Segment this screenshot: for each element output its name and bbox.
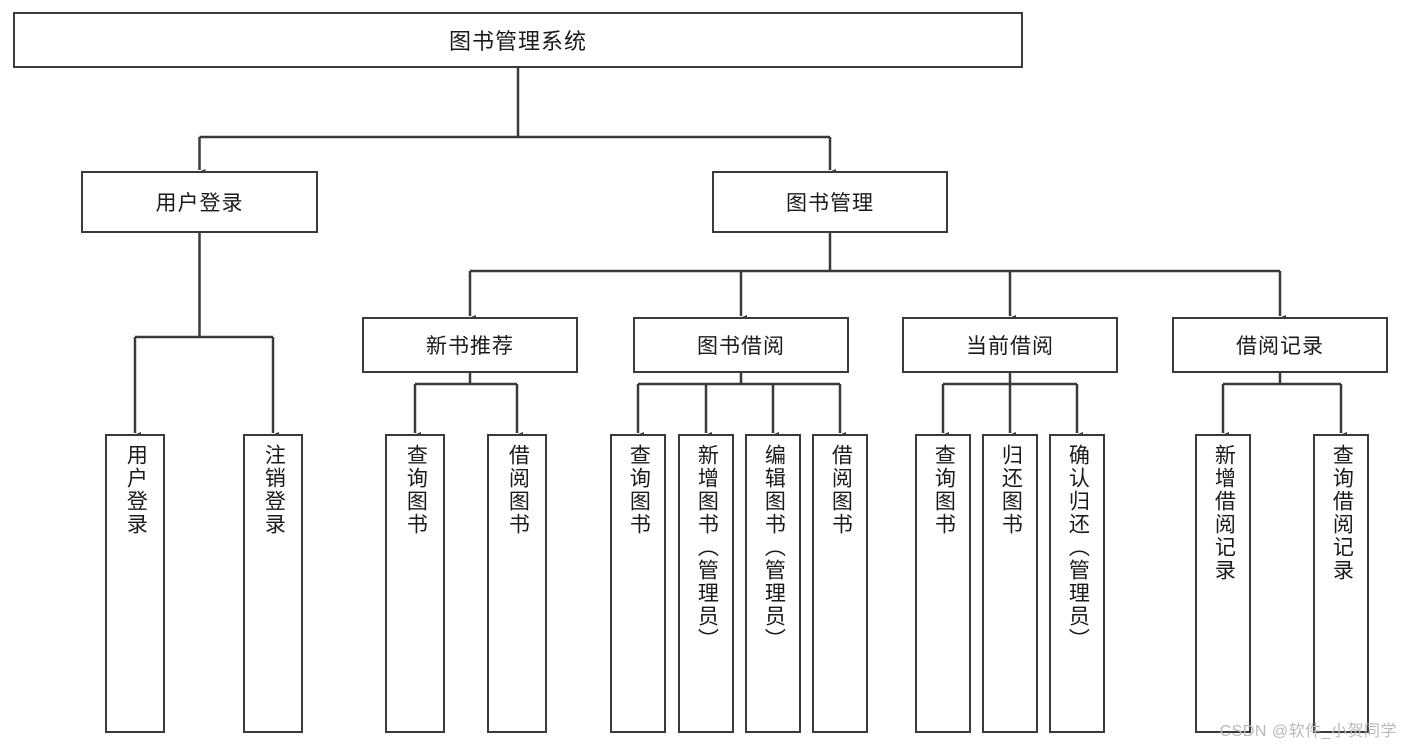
node-borrow-record-label: 借阅记录: [1236, 335, 1324, 358]
node-leaf-confirm-return-label: 确认归还（管理员）: [1066, 444, 1090, 651]
node-leaf-user-login[interactable]: 用户登录: [105, 434, 165, 733]
node-leaf-logout-label: 注销登录: [262, 444, 286, 536]
node-leaf-add-record-label: 新增借阅记录: [1212, 444, 1236, 582]
node-borrow-record[interactable]: 借阅记录: [1172, 317, 1388, 373]
node-leaf-add-record[interactable]: 新增借阅记录: [1195, 434, 1251, 733]
node-current-borrow-label: 当前借阅: [966, 335, 1054, 358]
node-leaf-add-book[interactable]: 新增图书（管理员）: [678, 434, 734, 733]
node-user-login-label: 用户登录: [155, 192, 244, 215]
node-leaf-query-record[interactable]: 查询借阅记录: [1313, 434, 1369, 733]
node-leaf-query-book-3[interactable]: 查询图书: [915, 434, 971, 733]
node-leaf-borrow-book-1[interactable]: 借阅图书: [487, 434, 547, 733]
node-user-login[interactable]: 用户登录: [81, 171, 318, 233]
node-leaf-borrow-book-2-label: 借阅图书: [829, 444, 853, 536]
node-leaf-query-book-1-label: 查询图书: [404, 444, 428, 536]
node-leaf-return-book[interactable]: 归还图书: [982, 434, 1038, 733]
node-leaf-query-book-2[interactable]: 查询图书: [610, 434, 666, 733]
node-root[interactable]: 图书管理系统: [13, 12, 1023, 68]
node-leaf-query-book-2-label: 查询图书: [627, 444, 651, 536]
node-book-manage-label: 图书管理: [786, 192, 874, 215]
node-leaf-edit-book[interactable]: 编辑图书（管理员）: [745, 434, 801, 733]
watermark: CSDN @软件_小贺同学: [1219, 723, 1397, 740]
node-root-label: 图书管理系统: [448, 29, 587, 54]
node-book-borrow[interactable]: 图书借阅: [633, 317, 849, 373]
node-new-book-rec[interactable]: 新书推荐: [362, 317, 578, 373]
node-book-borrow-label: 图书借阅: [697, 335, 785, 358]
node-leaf-add-book-label: 新增图书（管理员）: [695, 444, 719, 651]
node-current-borrow[interactable]: 当前借阅: [902, 317, 1118, 373]
node-leaf-confirm-return[interactable]: 确认归还（管理员）: [1049, 434, 1105, 733]
node-leaf-query-book-1[interactable]: 查询图书: [385, 434, 445, 733]
node-leaf-return-book-label: 归还图书: [999, 444, 1023, 536]
node-book-manage[interactable]: 图书管理: [712, 171, 948, 233]
node-leaf-query-record-label: 查询借阅记录: [1330, 444, 1354, 582]
node-new-book-rec-label: 新书推荐: [426, 335, 514, 358]
node-leaf-borrow-book-1-label: 借阅图书: [506, 444, 530, 536]
node-leaf-query-book-3-label: 查询图书: [932, 444, 956, 536]
node-leaf-borrow-book-2[interactable]: 借阅图书: [812, 434, 868, 733]
node-leaf-user-login-label: 用户登录: [124, 444, 148, 536]
node-leaf-edit-book-label: 编辑图书（管理员）: [762, 444, 786, 651]
node-leaf-logout[interactable]: 注销登录: [243, 434, 303, 733]
